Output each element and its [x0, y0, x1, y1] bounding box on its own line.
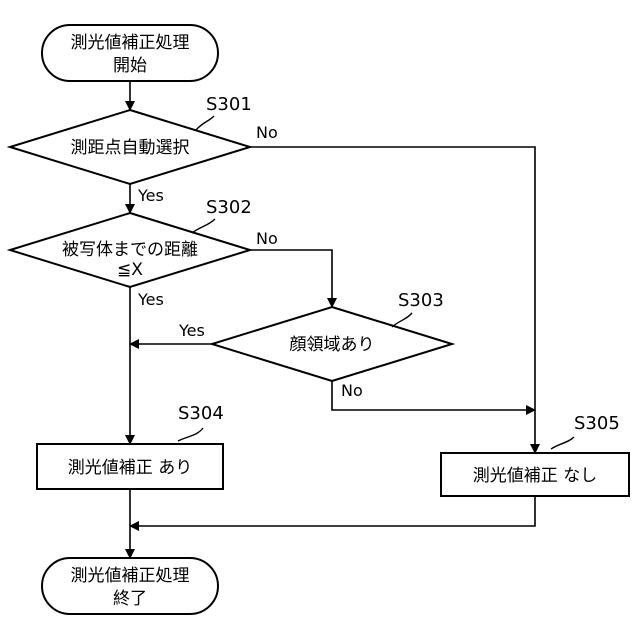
start-line2: 開始: [113, 56, 147, 76]
process-s304: 測光値補正 あり: [37, 444, 223, 489]
s301-text: 測距点自動選択: [71, 138, 190, 158]
end-line1: 測光値補正処理: [71, 566, 190, 586]
start-line1: 測光値補正処理: [71, 33, 190, 53]
s301-step-label: S301: [206, 94, 252, 115]
s304-text: 測光値補正 あり: [68, 458, 192, 478]
arrow-s305-to-merge: [130, 496, 535, 526]
decision-s301: 測距点自動選択: [10, 110, 250, 184]
s303-leader: [392, 313, 412, 327]
s303-no-label: No: [341, 381, 363, 400]
s304-step-label: S304: [178, 403, 224, 424]
s303-step-label: S303: [398, 290, 444, 311]
decision-s302: 被写体までの距離 ≦X: [10, 213, 250, 287]
s302-line1: 被写体までの距離: [62, 240, 198, 260]
start-terminal: 測光値補正処理 開始: [42, 25, 218, 81]
process-s305: 測光値補正 なし: [441, 453, 629, 496]
s305-step-label: S305: [574, 413, 620, 434]
end-line2: 終了: [113, 589, 147, 609]
s305-text: 測光値補正 なし: [473, 466, 597, 486]
s301-leader: [196, 116, 214, 130]
s302-no-label: No: [256, 229, 278, 248]
s305-leader: [551, 437, 574, 449]
s304-leader: [178, 428, 203, 441]
decision-s303: 顔領域あり: [212, 307, 452, 381]
end-terminal: 測光値補正処理 終了: [42, 558, 218, 614]
s301-yes-label: Yes: [137, 186, 164, 205]
s302-leader: [192, 219, 215, 233]
s303-text: 顔領域あり: [290, 335, 375, 355]
s302-step-label: S302: [206, 197, 252, 218]
s303-yes-label: Yes: [178, 321, 205, 340]
s302-line2: ≦X: [117, 260, 143, 280]
s301-no-label: No: [256, 123, 278, 142]
s302-yes-label: Yes: [137, 290, 164, 309]
arrow-s301-no-to-s305: [250, 147, 535, 453]
arrow-s302-no-to-s303: [250, 250, 332, 307]
